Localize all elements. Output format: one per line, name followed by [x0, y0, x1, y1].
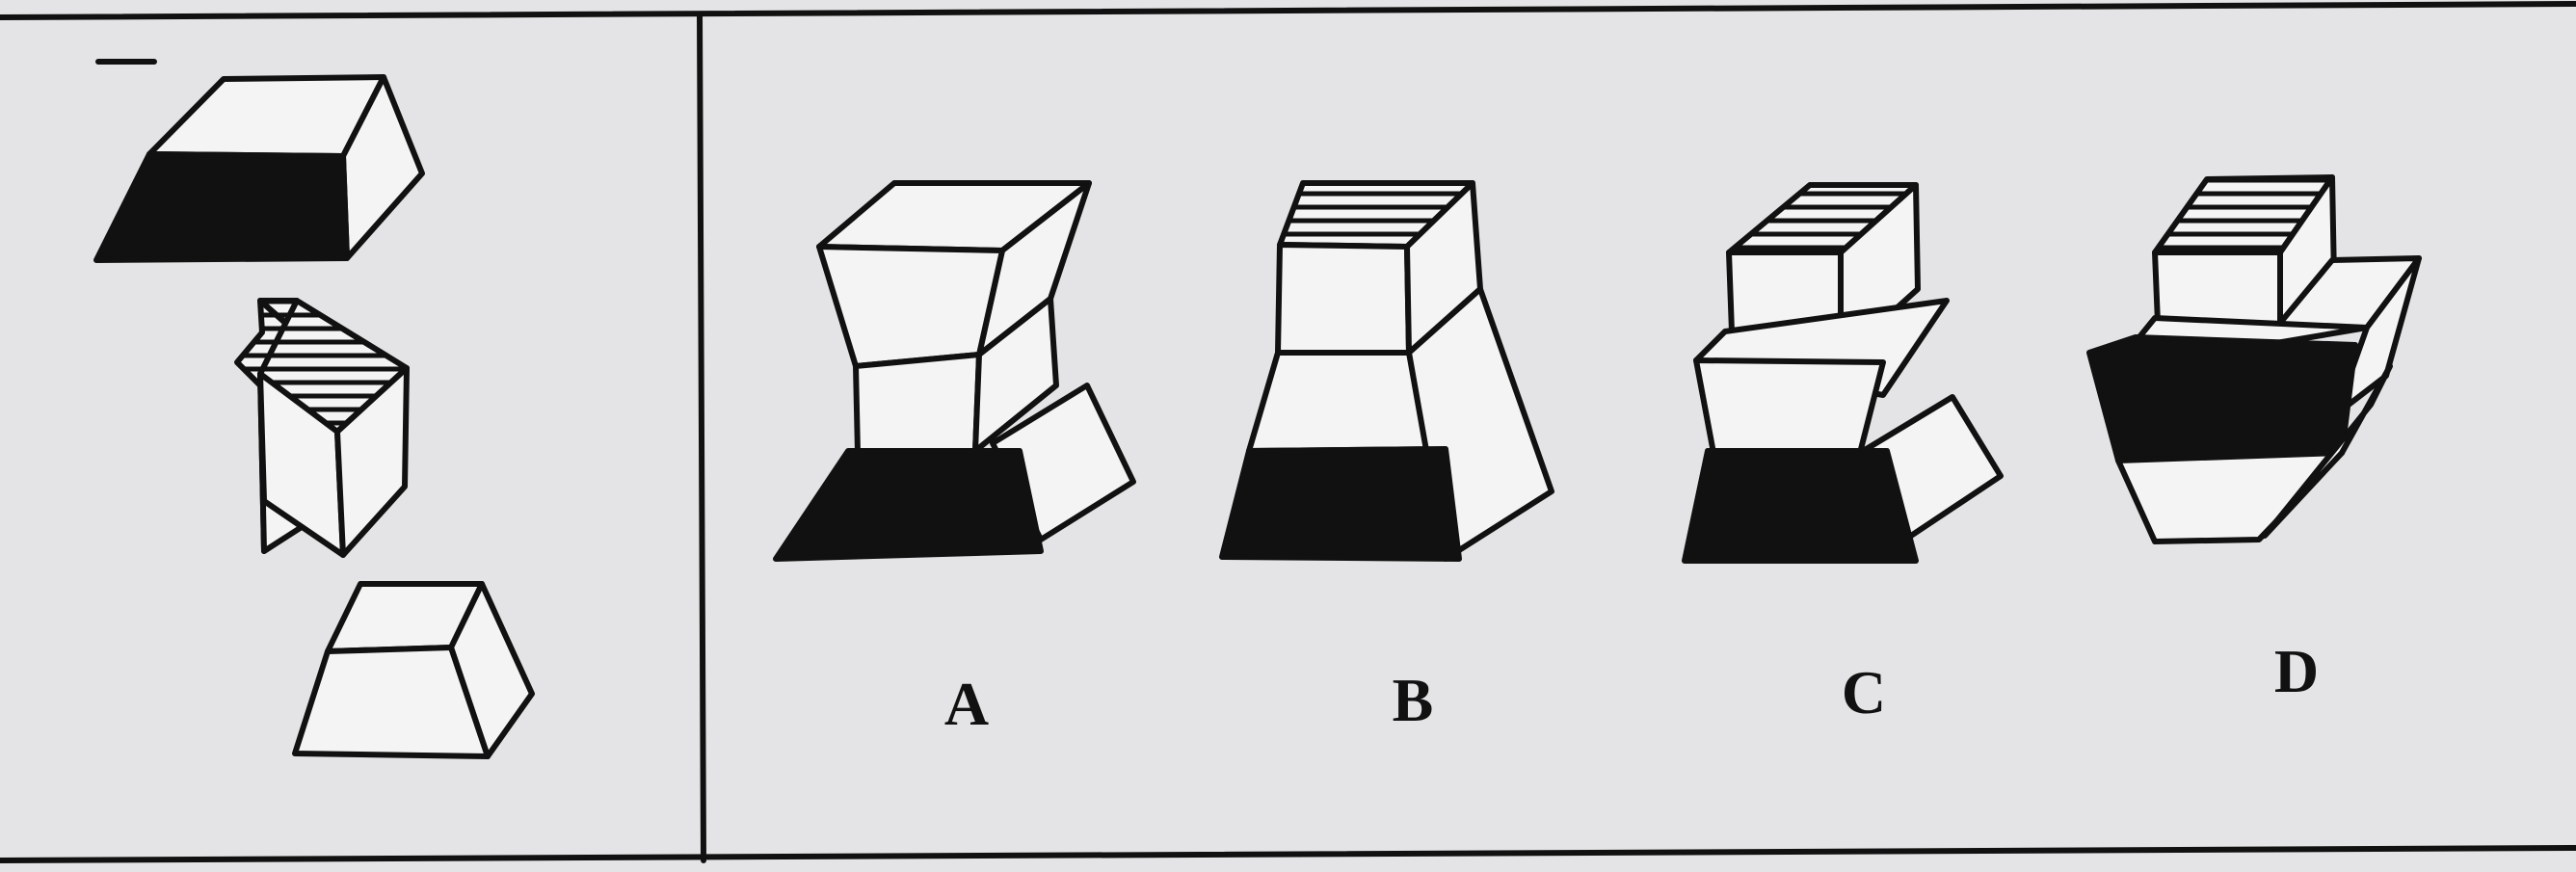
given-pieces — [93, 74, 535, 759]
option-d-label[interactable]: D — [2274, 637, 2319, 705]
piece-hatched-cube — [234, 298, 410, 558]
option-c-figure — [1682, 182, 2004, 564]
option-a-figure — [773, 180, 1136, 562]
option-d-figure — [2086, 174, 2422, 544]
piece-frustum — [292, 581, 535, 759]
option-a-label[interactable]: A — [944, 670, 989, 738]
piece-black-slab — [93, 74, 425, 263]
option-c-label[interactable]: C — [1842, 658, 1886, 727]
option-b-label[interactable]: B — [1393, 666, 1434, 734]
option-b-figure — [1219, 180, 1554, 562]
